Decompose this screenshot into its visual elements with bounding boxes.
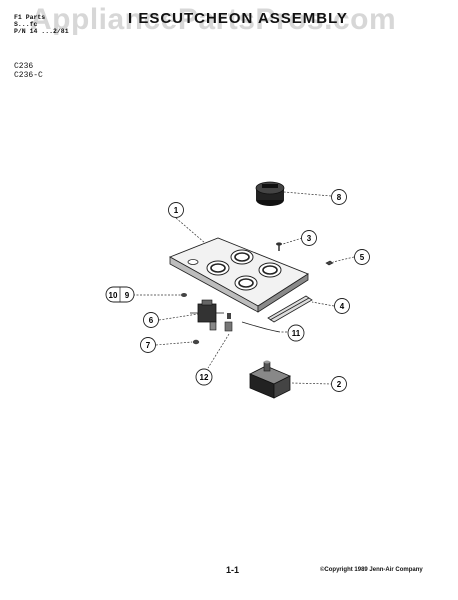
callout-number: 3 — [307, 234, 312, 243]
callout-number: 1 — [174, 206, 179, 215]
switch-bracket — [190, 299, 224, 331]
model-list: C236 C236-C — [14, 62, 43, 80]
callout-10-9: 10 9 — [105, 286, 135, 303]
header-line: F1 Parts — [14, 14, 46, 21]
vent-slot — [187, 259, 199, 265]
callout-number: 5 — [360, 253, 365, 262]
burner-opening — [230, 249, 254, 265]
model-number: C236 — [14, 62, 34, 71]
callout-number: 6 — [149, 316, 154, 325]
cooktop-panel — [168, 237, 309, 313]
callout-8: 8 — [331, 189, 347, 205]
callout-number: 10 — [109, 291, 118, 300]
wire-lead — [241, 321, 281, 333]
callout-number: 7 — [146, 341, 151, 350]
callout-4: 4 — [334, 298, 350, 314]
callout-number: 11 — [292, 329, 301, 338]
callout-7: 7 — [140, 337, 156, 353]
callout-2: 2 — [331, 376, 347, 392]
terminal-part — [224, 313, 233, 332]
infinite-switch — [249, 360, 291, 399]
callout-number: 2 — [337, 380, 342, 389]
trim-strip — [267, 295, 313, 323]
control-knob — [255, 181, 285, 206]
callout-11: 11 — [287, 324, 305, 342]
copyright-notice: ©Copyright 1989 Jenn-Air Company — [320, 567, 423, 573]
callout-number: 8 — [337, 193, 342, 202]
nut-part — [181, 293, 187, 297]
header-block: F1 Parts S...fc P/N 14 ...2/81 — [14, 14, 69, 35]
model-number: C236-C — [14, 71, 43, 80]
burner-opening — [234, 275, 258, 291]
callout-6: 6 — [143, 312, 159, 328]
callout-number: 4 — [340, 302, 345, 311]
callout-number: 12 — [200, 373, 209, 382]
clip-part — [325, 260, 334, 266]
burner-opening — [258, 262, 282, 278]
callout-3: 3 — [301, 230, 317, 246]
callout-12: 12 — [195, 368, 213, 386]
header-line: P/N 14 ...2/81 — [14, 28, 69, 35]
page-number: 1-1 — [226, 565, 240, 575]
header-line: S...fc — [14, 21, 38, 28]
screw-part — [276, 242, 282, 251]
callout-number: 9 — [125, 291, 130, 300]
callout-1: 1 — [168, 202, 184, 218]
page-title: I ESCUTCHEON ASSEMBLY — [128, 10, 348, 27]
burner-opening — [206, 260, 230, 276]
leader-lines — [133, 191, 355, 385]
washer-part — [192, 339, 200, 345]
callout-5: 5 — [354, 249, 370, 265]
